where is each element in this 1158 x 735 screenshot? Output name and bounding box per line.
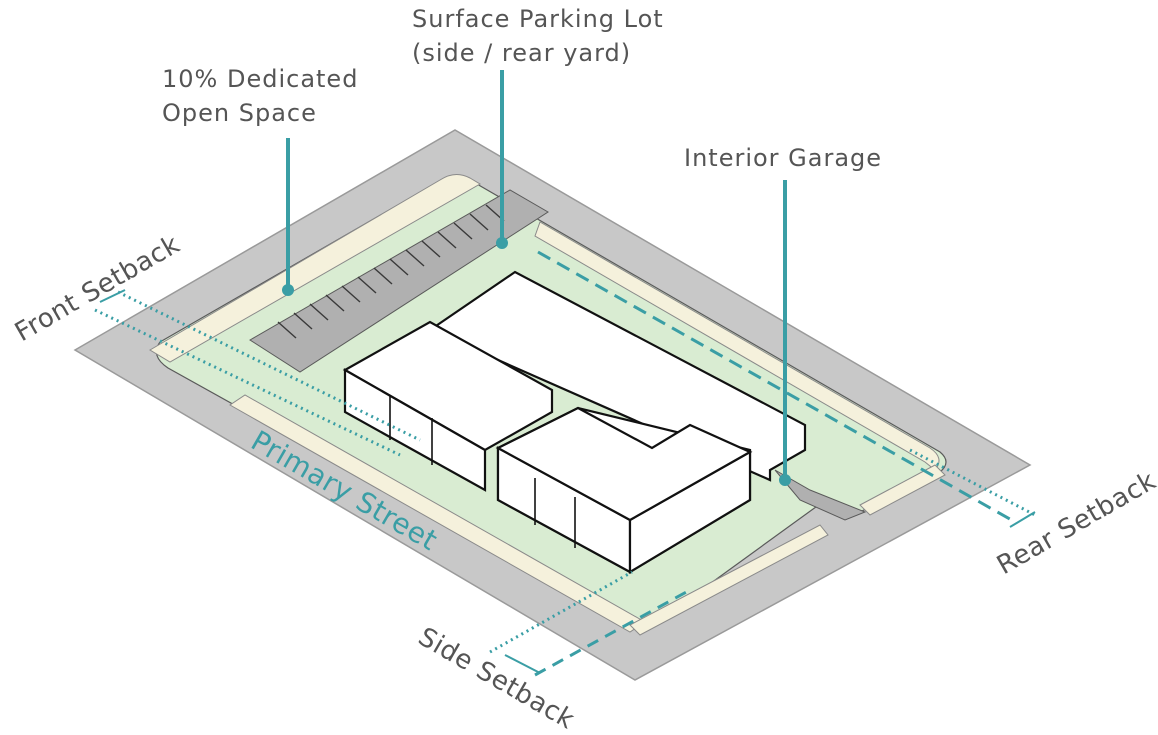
sidewalk-top <box>149 174 481 363</box>
open-space-label-line1: 10% Dedicated <box>162 65 359 93</box>
parking-lot-label-line2: (side / rear yard) <box>412 39 632 67</box>
sidewalk-bottom-corner <box>629 524 829 636</box>
interior-garage-label: Interior Garage <box>684 144 883 172</box>
side-setback-line <box>489 570 691 677</box>
front-setback-line <box>94 289 421 457</box>
driveway <box>774 469 867 521</box>
interior-garage-callout: Interior Garage <box>684 141 882 175</box>
building-main <box>342 270 807 574</box>
sidewalk-bottom-right <box>859 464 946 516</box>
open-space-label-line2: Open Space <box>162 99 317 127</box>
rear-setback-line <box>537 250 1036 528</box>
parking-stripes <box>277 204 505 339</box>
callout-leaders <box>286 70 787 478</box>
parking-lot-pavement <box>249 189 549 373</box>
open-space-callout: 10% Dedicated Open Space <box>162 62 358 130</box>
building-facade-lines <box>389 395 576 548</box>
callout-dots <box>282 237 791 486</box>
parking-lot-callout: Surface Parking Lot (side / rear yard) <box>412 2 664 70</box>
sidewalk-right <box>534 221 940 471</box>
parking-lot-label-line1: Surface Parking Lot <box>412 5 664 33</box>
